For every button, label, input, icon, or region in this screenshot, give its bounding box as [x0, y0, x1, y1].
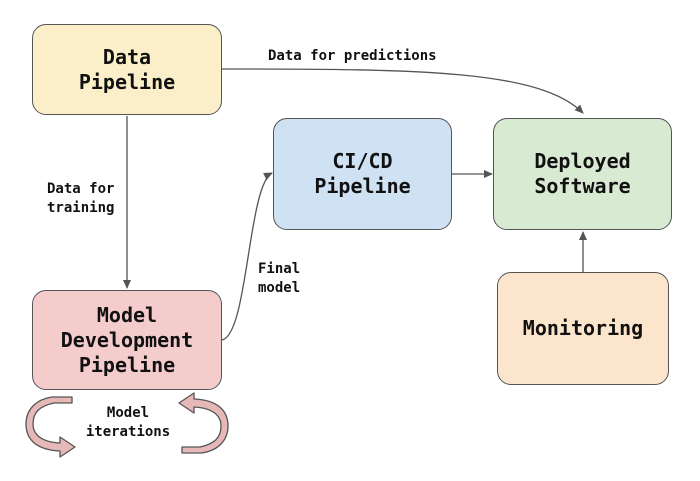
cicd-pipeline-label-line2: Pipeline: [314, 174, 411, 198]
edge-data-to-deployed: [221, 68, 584, 114]
edge-label-data-for-predictions: Data for predictions: [268, 47, 437, 66]
model-dev-label-line2: Development: [60, 327, 194, 352]
model-dev-label-line1: Model: [96, 302, 158, 327]
monitoring-node: Monitoring: [497, 272, 669, 385]
deployed-software-label-line1: Deployed: [534, 149, 631, 173]
data-pipeline-label-line2: Pipeline: [78, 69, 176, 94]
model-iterations-line2: iterations: [85, 424, 171, 440]
iteration-arrow-left-icon: [25, 396, 76, 458]
data-pipeline-node: Data Pipeline: [32, 24, 222, 115]
model-dev-label-line3: Pipeline: [78, 352, 176, 377]
edge-label-final-model-line1: Final: [258, 261, 301, 277]
monitoring-label: Monitoring: [522, 316, 644, 340]
edge-label-data-for-training-line2: training: [47, 200, 115, 216]
cicd-pipeline-label-line1: CI/CD: [332, 149, 393, 173]
deployed-software-node: Deployed Software: [493, 118, 672, 230]
edge-label-data-for-training: Data for training: [47, 180, 114, 218]
iteration-arrow-right-icon: [178, 392, 229, 454]
model-development-pipeline-node: Model Development Pipeline: [32, 290, 222, 390]
edge-label-data-for-predictions-text: Data for predictions: [268, 48, 437, 64]
edge-label-final-model-line2: model: [258, 280, 301, 296]
cicd-pipeline-node: CI/CD Pipeline: [273, 118, 452, 230]
model-iterations-label: Model iterations: [68, 404, 188, 442]
edge-label-data-for-training-line1: Data for: [47, 181, 115, 197]
edge-model-dev-to-cicd: [221, 172, 273, 341]
deployed-software-label-line2: Software: [534, 174, 631, 198]
edge-label-final-model: Final model: [258, 260, 300, 298]
model-iterations-line1: Model: [106, 405, 150, 421]
data-pipeline-label-line1: Data: [102, 44, 152, 69]
